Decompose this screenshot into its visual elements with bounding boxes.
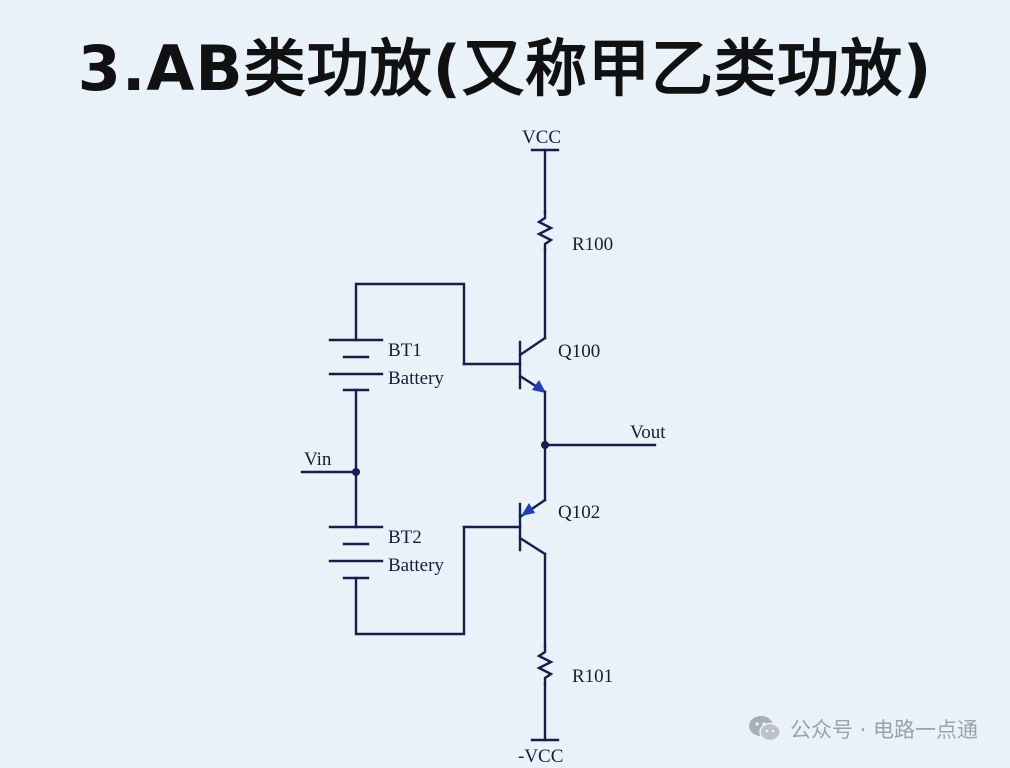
resistor-r100 — [536, 210, 554, 252]
label-neg-vcc: -VCC — [518, 746, 563, 767]
page-title: 3.AB类功放(又称甲乙类功放) — [77, 32, 933, 105]
bias-loop-bt1 — [354, 282, 466, 474]
label-vout: Vout — [630, 422, 666, 443]
label-bt2-type: Battery — [388, 555, 444, 576]
label-q100: Q100 — [558, 341, 600, 362]
label-bt1-type: Battery — [388, 368, 444, 389]
vcc-terminal — [530, 148, 560, 214]
resistor-r101 — [536, 644, 554, 686]
emitter-arrow-q102 — [521, 503, 535, 516]
wechat-icon — [748, 716, 781, 742]
label-vcc: VCC — [522, 127, 561, 148]
bias-loop-bt2 — [354, 470, 466, 636]
transistor-q102 — [518, 498, 547, 556]
label-r100: R100 — [572, 234, 613, 255]
transistor-q100 — [518, 336, 547, 394]
battery-bt2 — [328, 525, 384, 580]
label-q102: Q102 — [558, 502, 600, 523]
emitter-arrow-q100 — [532, 380, 546, 393]
label-bt1: BT1 — [388, 340, 422, 361]
label-r101: R101 — [572, 666, 613, 687]
neg-vcc-terminal — [530, 682, 560, 742]
label-bt2: BT2 — [388, 527, 422, 548]
watermark-text: 公众号 · 电路一点通 — [789, 718, 978, 742]
battery-bt1 — [328, 338, 384, 392]
label-vin: Vin — [304, 449, 332, 470]
watermark: 公众号 · 电路一点通 — [748, 712, 978, 746]
